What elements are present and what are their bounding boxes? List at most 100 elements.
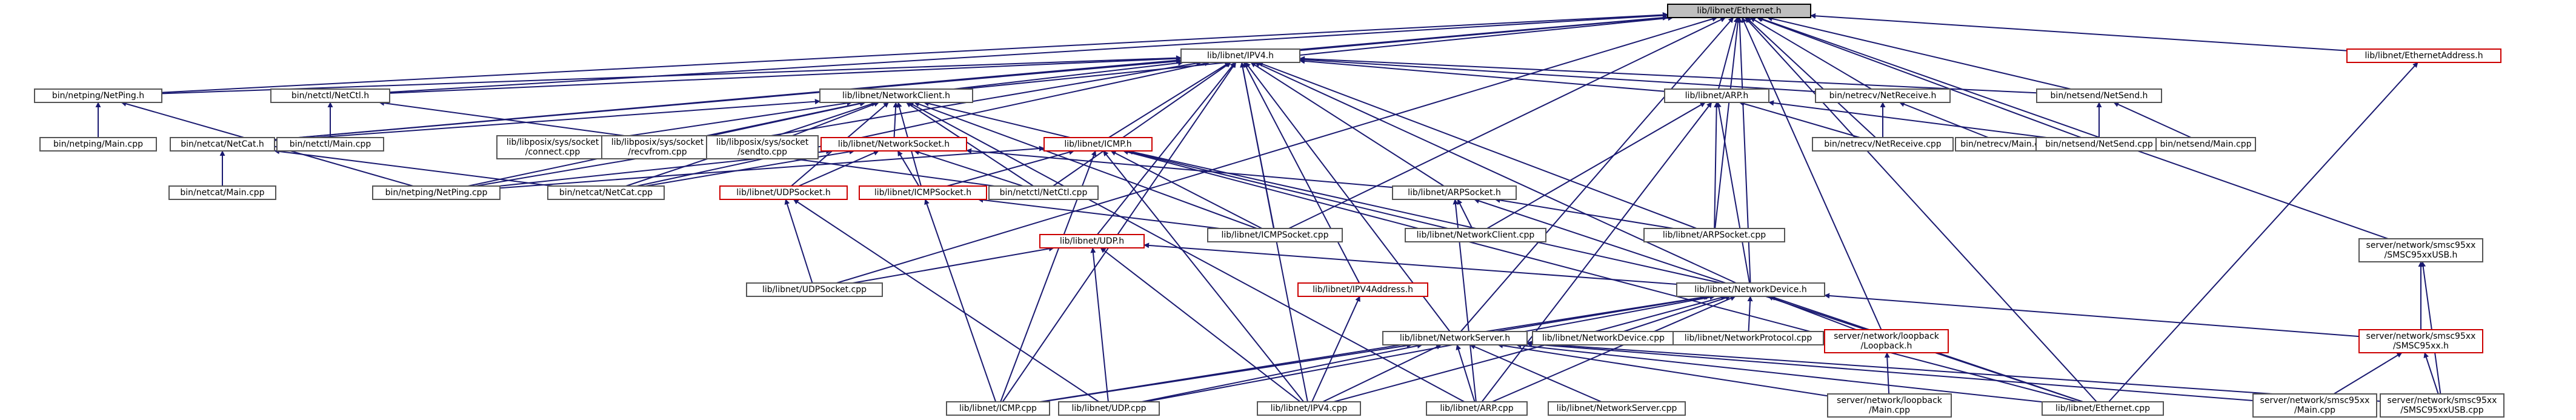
node-ipv4addr-h[interactable]: lib/libnet/IPV4Address.h	[1297, 282, 1428, 297]
edge-netrecv_h-to-ethernet_h	[1749, 17, 1872, 90]
node-smsc-main[interactable]: server/network/smsc95xx/Main.cpp	[2252, 393, 2377, 418]
node-ipv4-cpp[interactable]: lib/libnet/IPV4.cpp	[1257, 401, 1361, 416]
node-loopback-h[interactable]: server/network/loopback/Loopback.h	[1824, 329, 1949, 353]
node-arp-h[interactable]: lib/libnet/ARP.h	[1664, 88, 1769, 103]
node-netctl-h[interactable]: bin/netctl/NetCtl.h	[270, 88, 390, 103]
node-box	[39, 137, 157, 152]
edge-ipv4_cpp-to-netdevice_h	[1333, 295, 1726, 402]
edge-netclient_cpp-to-arp_h	[1486, 102, 1706, 229]
node-udpsocket-cpp[interactable]: lib/libnet/UDPSocket.cpp	[746, 282, 883, 297]
node-loopback-main[interactable]: server/network/loopback/Main.cpp	[1827, 393, 1952, 418]
edge-netsend_h-to-ethernet_h	[1766, 16, 2071, 90]
edge-netctl_cpp-to-netclient_h	[905, 102, 1034, 187]
node-netdevice-cpp[interactable]: lib/libnet/NetworkDevice.cpp	[1532, 331, 1675, 345]
node-udp-h[interactable]: lib/libnet/UDP.h	[1039, 234, 1145, 248]
node-label: server/network/smsc95xx	[2366, 241, 2476, 250]
node-label: lib/libnet/NetworkServer.cpp	[1557, 404, 1677, 413]
node-label: lib/libposix/sys/socket	[507, 138, 599, 147]
node-box	[1672, 331, 1824, 345]
node-box	[1392, 185, 1517, 200]
node-netsend-h[interactable]: bin/netsend/NetSend.h	[2036, 88, 2162, 103]
node-label: /sendto.cpp	[737, 147, 787, 157]
edge-icmp_cpp-to-ipv4_h	[1002, 62, 1237, 402]
node-box	[1039, 234, 1145, 248]
node-ipv4-h[interactable]: lib/libnet/IPV4.h	[1180, 48, 1300, 63]
edge-netctl_cpp-to-ipv4_h	[1053, 62, 1231, 187]
edge-icmp_cpp-to-netserver_h	[1041, 342, 1413, 402]
node-netprotocol-cpp[interactable]: lib/libnet/NetworkProtocol.cpp	[1672, 331, 1824, 345]
node-arpsocket-cpp[interactable]: lib/libnet/ARPSocket.cpp	[1643, 228, 1785, 242]
node-netcat-main[interactable]: bin/netcat/Main.cpp	[168, 185, 276, 200]
node-ethernet-h[interactable]: lib/libnet/Ethernet.h	[1667, 4, 1811, 18]
node-netserver-cpp[interactable]: lib/libnet/NetworkServer.cpp	[1548, 401, 1686, 416]
node-label: /SMSC95xxUSB.h	[2385, 250, 2458, 260]
node-netrecv-cpp[interactable]: bin/netrecv/NetReceive.cpp	[1812, 137, 1954, 152]
node-netcat-cpp[interactable]: bin/netcat/NetCat.cpp	[547, 185, 665, 200]
node-label: lib/libnet/UDPSocket.h	[736, 188, 830, 198]
node-box	[34, 88, 162, 103]
edge-smsc_usb_cpp-to-netserver_h	[1526, 341, 2381, 402]
edge-ipv4_cpp-to-netserver_h	[1322, 344, 1442, 402]
node-netsend-main[interactable]: bin/netsend/Main.cpp	[2155, 137, 2256, 152]
edge-netsend_cpp-to-ethernet_h	[1756, 16, 2082, 138]
node-box	[2380, 393, 2504, 418]
node-icmp-cpp[interactable]: lib/libnet/ICMP.cpp	[946, 401, 1050, 416]
node-netctl-cpp[interactable]: bin/netctl/NetCtl.cpp	[988, 185, 1099, 200]
edge-udpsocket_cpp-to-udp_h	[852, 245, 1054, 284]
node-box	[1676, 282, 1825, 297]
node-box	[1667, 4, 1811, 18]
node-box	[276, 137, 384, 152]
node-arp-cpp[interactable]: lib/libnet/ARP.cpp	[1426, 401, 1528, 416]
node-label: lib/libnet/UDP.h	[1060, 236, 1124, 246]
node-icmpsocket-h[interactable]: lib/libnet/ICMPSocket.h	[859, 185, 987, 200]
node-sock-connect[interactable]: lib/libposix/sys/socket/connect.cpp	[496, 135, 609, 159]
node-box	[1827, 393, 1952, 418]
node-ethaddr-h[interactable]: lib/libnet/EthernetAddress.h	[2346, 48, 2501, 63]
node-smsc-h[interactable]: server/network/smsc95xx/SMSC95xx.h	[2358, 329, 2483, 353]
node-sock-recvfrom[interactable]: lib/libposix/sys/socket/recvfrom.cpp	[601, 135, 714, 159]
node-label: lib/libnet/Ethernet.cpp	[2055, 404, 2150, 413]
node-netctl-main[interactable]: bin/netctl/Main.cpp	[276, 137, 384, 152]
node-netping-cpp[interactable]: bin/netping/NetPing.cpp	[372, 185, 501, 200]
node-netdevice-h[interactable]: lib/libnet/NetworkDevice.h	[1676, 282, 1825, 297]
node-label: bin/netsend/Main.cpp	[2160, 139, 2251, 149]
node-ethernet-cpp[interactable]: lib/libnet/Ethernet.cpp	[2042, 401, 2164, 416]
node-netclient-h[interactable]: lib/libnet/NetworkClient.h	[819, 88, 973, 103]
node-label: bin/netping/Main.cpp	[53, 139, 143, 149]
edge-netsend_main-to-netsend_h	[2113, 102, 2192, 138]
node-udpsocket-h[interactable]: lib/libnet/UDPSocket.h	[719, 185, 848, 200]
node-icmp-h[interactable]: lib/libnet/ICMP.h	[1043, 137, 1153, 152]
node-box	[1426, 401, 1528, 416]
node-sock-sendto[interactable]: lib/libposix/sys/socket/sendto.cpp	[706, 135, 819, 159]
node-label: /Main.cpp	[2294, 405, 2335, 415]
node-netping-main[interactable]: bin/netping/Main.cpp	[39, 137, 157, 152]
node-smsc-usb-cpp[interactable]: server/network/smsc95xx/SMSC95xxUSB.cpp	[2380, 393, 2504, 418]
node-box	[1643, 228, 1785, 242]
node-smsc-usb-h[interactable]: server/network/smsc95xx/SMSC95xxUSB.h	[2358, 238, 2483, 262]
node-icmpsocket-cpp[interactable]: lib/libnet/ICMPSocket.cpp	[1207, 228, 1343, 242]
edge-icmpsocket_h-to-netsocket_h	[897, 150, 920, 187]
node-udp-cpp[interactable]: lib/libnet/UDP.cpp	[1058, 401, 1160, 416]
node-netping-h[interactable]: bin/netping/NetPing.h	[34, 88, 162, 103]
node-box	[601, 135, 714, 159]
edge-smsc_main-to-netserver_h	[1526, 341, 2254, 402]
edge-udpsocket_cpp-to-ethernet_h	[836, 16, 1718, 284]
dependency-edges	[95, 12, 2441, 403]
node-netserver-h[interactable]: lib/libnet/NetworkServer.h	[1382, 331, 1528, 345]
node-netsocket-h[interactable]: lib/libnet/NetworkSocket.h	[820, 137, 967, 152]
node-label: lib/libnet/ARP.cpp	[1440, 404, 1513, 413]
edge-icmp_h-to-ipv4_h	[1108, 62, 1231, 138]
edge-netsocket_h-to-netclient_h	[893, 102, 899, 138]
node-box	[1815, 88, 1951, 103]
node-netsend-cpp[interactable]: bin/netsend/NetSend.cpp	[2035, 137, 2163, 152]
edge-loopback_main-to-loopback_h	[1884, 352, 1890, 395]
node-label: bin/netcat/NetCat.h	[181, 139, 264, 149]
edge-icmpsocket_cpp-to-icmp_h	[1110, 150, 1263, 229]
node-box	[2252, 393, 2377, 418]
node-netclient-cpp[interactable]: lib/libnet/NetworkClient.cpp	[1405, 228, 1546, 242]
edge-ipv4_cpp-to-ipv4addr_h	[1311, 296, 1360, 402]
node-netcat-h[interactable]: bin/netcat/NetCat.h	[170, 137, 275, 152]
node-arpsocket-h[interactable]: lib/libnet/ARPSocket.h	[1392, 185, 1517, 200]
node-netrecv-h[interactable]: bin/netrecv/NetReceive.h	[1815, 88, 1951, 103]
